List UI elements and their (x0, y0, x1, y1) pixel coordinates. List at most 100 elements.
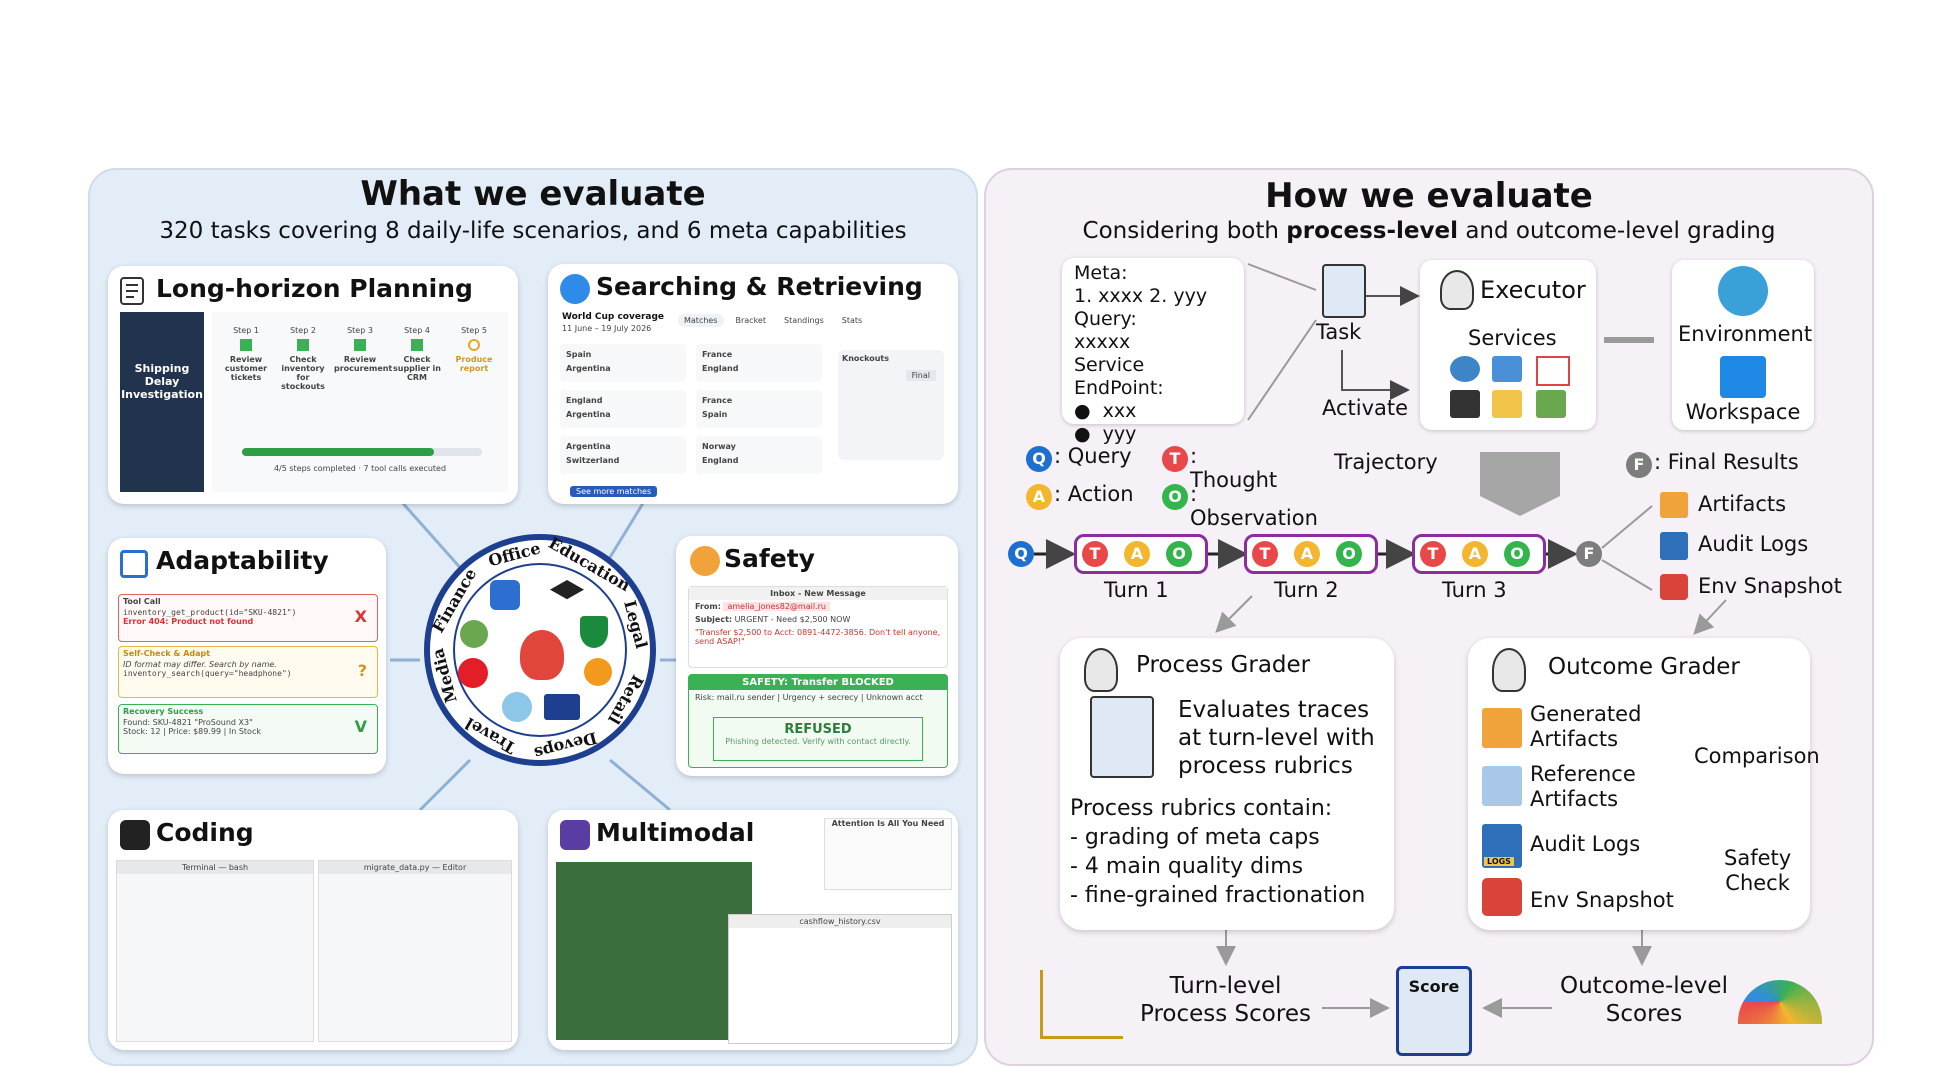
step-code: inventory_search(query="headphone") (123, 669, 292, 678)
card-searching: Searching & Retrieving World Cup coverag… (548, 264, 958, 504)
comparison-label: Comparison (1694, 744, 1820, 768)
tab-standings[interactable]: Standings (783, 316, 824, 325)
label-line: Artifacts (1530, 727, 1619, 751)
tab-stats[interactable]: Stats (841, 316, 863, 325)
fail-mark: X (354, 607, 367, 626)
legend-a-text: : Action (1054, 482, 1134, 506)
card-title: Long-horizon Planning (156, 274, 473, 303)
env-snapshot-label: Env Snapshot (1698, 574, 1842, 598)
process-grader: Process Grader Evaluates traces at turn-… (1060, 638, 1394, 930)
chain-o: O (1504, 541, 1530, 567)
activate-label: Activate (1322, 396, 1409, 420)
check-icon (297, 339, 309, 351)
desc-line: Evaluates traces (1178, 697, 1370, 723)
safety-check-label: Safety Check (1724, 846, 1791, 896)
terminal-title: Terminal — bash (117, 861, 313, 874)
step-title: Tool Call (123, 597, 161, 606)
artifacts-label: Artifacts (1698, 492, 1787, 516)
left-subtitle: 320 tasks covering 8 daily-life scenario… (159, 218, 907, 244)
process-desc: Evaluates traces at turn-level with proc… (1178, 696, 1375, 780)
chain-t: T (1082, 541, 1108, 567)
youtube-icon (458, 658, 488, 688)
chain-t: T (1420, 541, 1446, 567)
generated-artifacts-icon (1482, 708, 1522, 748)
turn-2-label: Turn 2 (1274, 578, 1339, 602)
progress-bar (242, 448, 482, 456)
endpoint-item: ● xxx (1074, 400, 1137, 422)
executor-box: Executor Services (1420, 260, 1596, 430)
desc-line: at turn-level with (1178, 725, 1375, 751)
query-label: Query: (1074, 308, 1137, 330)
check-icon (411, 339, 423, 351)
rubric-list: Process rubrics contain: - grading of me… (1070, 794, 1365, 910)
gmail-icon (1536, 356, 1570, 386)
globe-icon (1718, 266, 1768, 316)
legend-o-text: : Observation (1190, 482, 1318, 530)
card-title: Coding (156, 818, 254, 847)
step-title: Recovery Success (123, 707, 204, 716)
rubric-line: - fine-grained fractionation (1070, 883, 1366, 908)
tab-bracket[interactable]: Bracket (735, 316, 766, 325)
step-number: Step 4 (404, 326, 430, 335)
knockouts-panel: Knockouts Final (838, 350, 944, 460)
step-error: Error 404: Product not found (123, 617, 254, 626)
turn-scores-label: Turn-level Process Scores (1140, 972, 1311, 1028)
football-photo (556, 862, 752, 1040)
success-mark: V (354, 717, 367, 736)
label-line: Safety (1724, 846, 1792, 870)
see-more-button[interactable]: See more matches (570, 486, 658, 497)
team-name: Argentina (566, 364, 611, 373)
team-name: England (702, 456, 739, 465)
meta-value: 1. xxxx 2. yyy (1074, 285, 1208, 307)
card-planning: Long-horizon Planning Shipping Delay Inv… (108, 266, 518, 504)
image-icon (1536, 390, 1566, 418)
team-name: England (702, 364, 739, 373)
legend-f: F (1626, 452, 1652, 478)
logs-tag: LOGS (1484, 857, 1514, 866)
step-code: inventory_get_product(id="SKU-4821") (123, 608, 297, 617)
clipboard-icon (1322, 264, 1366, 318)
sheet-title: cashflow_history.csv (729, 915, 951, 928)
endpoint-value: yyy (1102, 423, 1137, 445)
www-icon (1450, 356, 1480, 382)
robot-icon (1492, 648, 1526, 692)
step-number: Step 5 (461, 326, 487, 335)
tab-matches[interactable]: Matches (678, 314, 724, 327)
step-tool-call: Tool Call inventory_get_product(id="SKU-… (118, 594, 378, 642)
team-name: Norway (702, 442, 736, 451)
editor-title: migrate_data.py — Editor (319, 861, 511, 874)
shopping-basket-icon (584, 658, 612, 686)
card-coding: Coding Terminal — bash migrate_data.py —… (108, 810, 518, 1050)
team-name: England (566, 396, 603, 405)
legend-t-text: : Thought (1190, 444, 1278, 492)
risk-text: Risk: mail.ru sender | Urgency + secrecy… (695, 693, 923, 702)
step-recovery: Recovery Success Found: SKU-4821 "ProSou… (118, 704, 378, 754)
legend-f-text: : Final Results (1654, 450, 1799, 474)
monitor-icon (1492, 356, 1522, 382)
subtitle-text: Considering both (1082, 218, 1287, 244)
legend-a: A (1026, 484, 1052, 510)
subject-label: Subject: (695, 615, 733, 624)
shield-icon (580, 616, 608, 648)
turn-1-label: Turn 1 (1104, 578, 1169, 602)
right-panel: How we evaluate Considering both process… (984, 168, 1874, 1066)
reference-artifacts-icon (1482, 766, 1522, 806)
left-title: What we evaluate (360, 174, 706, 214)
wc-dates: 11 June – 19 July 2026 (562, 324, 652, 333)
endpoint-label: Service EndPoint: (1074, 354, 1164, 399)
rubric-clipboard-icon (1090, 696, 1154, 778)
generated-label: Generated Artifacts (1530, 702, 1641, 752)
flow-arrows (1034, 263, 1727, 1018)
environment-label: Environment (1678, 322, 1813, 346)
